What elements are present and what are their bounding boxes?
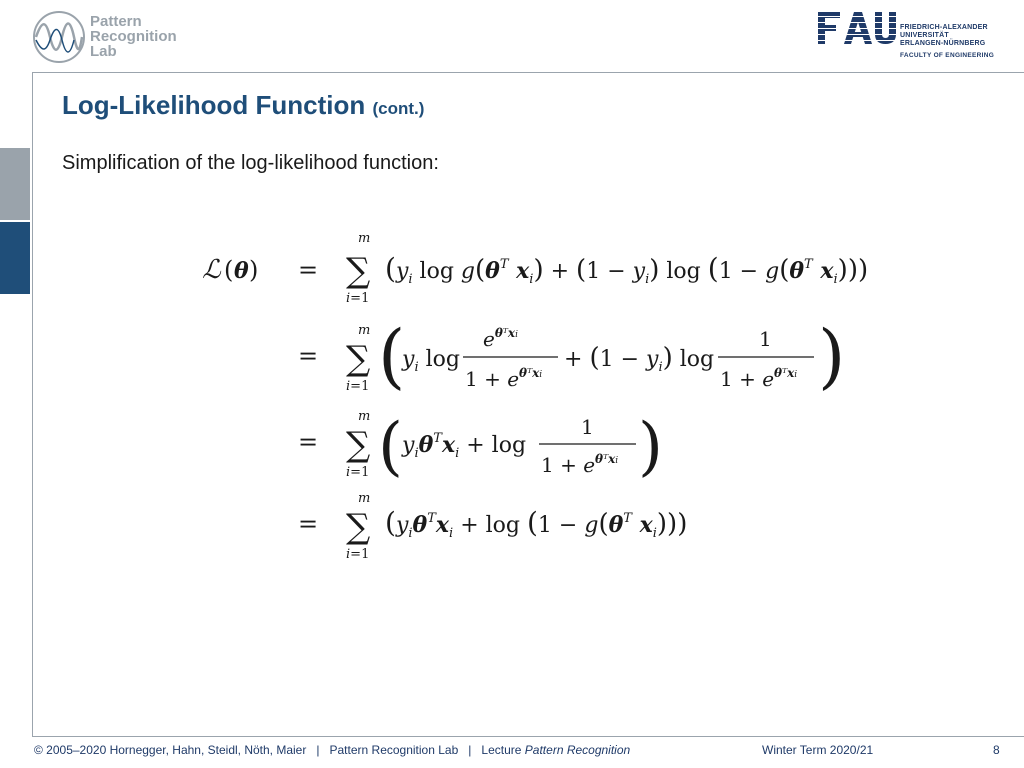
svg-text:∑: ∑ xyxy=(346,251,370,291)
svg-text:1 + eθᵀxi: 1 + eθᵀxi xyxy=(720,366,797,391)
equation-row-3: = m ∑ i=1 ( yiθTxi + log 1 1 + eθᵀxi ) xyxy=(298,409,663,484)
svg-text:1 + eθᵀxi: 1 + eθᵀxi xyxy=(541,452,618,477)
equation-row-2: = m ∑ i=1 ( yi log eθᵀxi 1 + eθᵀxi + (1 … xyxy=(298,315,845,397)
log-likelihood-derivation: ℒ ( θ ) = m ∑ i=1 (yi log g(θT xi) + (1 … xyxy=(202,231,868,562)
waveform-circle-icon xyxy=(33,11,85,63)
frame-top-rule xyxy=(32,72,1024,73)
svg-text:): ) xyxy=(638,410,663,484)
svg-text:=: = xyxy=(298,510,318,538)
lab-name-line-2: Recognition xyxy=(90,28,177,45)
footer-lecture-prefix: Lecture xyxy=(481,743,522,757)
slide-title-suffix: (cont.) xyxy=(372,99,425,118)
university-name: FRIEDRICH-ALEXANDER UNIVERSITÄT ERLANGEN… xyxy=(900,24,988,48)
lab-name-line-3: Lab xyxy=(90,43,117,60)
svg-text:(: ( xyxy=(378,410,403,484)
footer-lecture-name: Pattern Recognition xyxy=(524,743,631,757)
faculty-name: FACULTY OF ENGINEERING xyxy=(900,52,995,59)
svg-text:θ: θ xyxy=(234,258,249,284)
section-tab-grey xyxy=(0,148,30,220)
pattern-recognition-lab-logo: Pattern Recognition Lab xyxy=(32,10,232,66)
svg-text:1: 1 xyxy=(759,327,772,351)
slide-subtitle: Simplification of the log-likelihood fun… xyxy=(62,152,439,174)
svg-text:∑: ∑ xyxy=(346,507,370,547)
svg-text:=: = xyxy=(298,256,318,284)
lab-name-line-1: Pattern xyxy=(90,13,142,30)
footer-separator-1: | xyxy=(316,743,320,757)
svg-text:i=1: i=1 xyxy=(346,547,369,562)
university-line-1: FRIEDRICH-ALEXANDER xyxy=(900,24,988,31)
svg-text:m: m xyxy=(358,323,370,338)
svg-text:): ) xyxy=(818,315,845,397)
svg-text:(: ( xyxy=(378,315,405,397)
svg-text:m: m xyxy=(358,231,370,246)
footer-copyright: © 2005–2020 Hornegger, Hahn, Steidl, Nöt… xyxy=(34,743,307,757)
svg-text:1 + eθᵀxi: 1 + eθᵀxi xyxy=(465,366,542,391)
svg-text:yi log: yi log xyxy=(401,347,460,375)
page-number: 8 xyxy=(993,743,1000,757)
frame-left-rule xyxy=(32,72,33,736)
svg-text:m: m xyxy=(358,409,370,424)
svg-text:(: ( xyxy=(224,256,233,284)
svg-text:m: m xyxy=(358,491,370,506)
svg-text:): ) xyxy=(249,256,258,284)
section-tab-active xyxy=(0,222,30,294)
svg-text:=: = xyxy=(298,342,318,370)
svg-text:ℒ: ℒ xyxy=(202,255,222,285)
svg-text:+ (1 − yi) log: + (1 − yi) log xyxy=(564,343,714,375)
slide-header: Pattern Recognition Lab FRIEDRICH-ALEXAN… xyxy=(0,0,1024,72)
university-line-2: UNIVERSITÄT xyxy=(900,32,949,39)
university-line-3: ERLANGEN-NÜRNBERG xyxy=(900,40,986,47)
equation-row-4: = m ∑ i=1 (yiθTxi + log (1 − g(θT xi))) xyxy=(298,491,687,562)
svg-text:∑: ∑ xyxy=(346,339,370,379)
svg-text:(yiθTxi + log (1 − g(θT xi))): (yiθTxi + log (1 − g(θT xi))) xyxy=(385,506,687,541)
lab-name: Pattern Recognition Lab xyxy=(90,14,177,59)
frame-bottom-rule xyxy=(32,736,1024,737)
fau-wordmark-icon xyxy=(818,12,896,44)
footer-term: Winter Term 2020/21 xyxy=(762,743,874,757)
equation-row-1: ℒ ( θ ) = m ∑ i=1 (yi log g(θT xi) + (1 … xyxy=(202,231,868,306)
footer-credits: © 2005–2020 Hornegger, Hahn, Steidl, Nöt… xyxy=(34,743,630,757)
svg-text:eθᵀxi: eθᵀxi xyxy=(483,326,518,351)
footer-lab: Pattern Recognition Lab xyxy=(329,743,459,757)
svg-text:yiθTxi + log: yiθTxi + log xyxy=(401,431,526,461)
svg-text:i=1: i=1 xyxy=(346,291,369,306)
footer-separator-2: | xyxy=(468,743,472,757)
fau-logo: FRIEDRICH-ALEXANDER UNIVERSITÄT ERLANGEN… xyxy=(818,12,998,62)
svg-text:1: 1 xyxy=(581,415,594,439)
svg-text:i=1: i=1 xyxy=(346,465,369,480)
slide-title: Log-Likelihood Function (cont.) xyxy=(62,90,424,121)
svg-text:=: = xyxy=(298,428,318,456)
svg-text:i=1: i=1 xyxy=(346,379,369,394)
slide-title-main: Log-Likelihood Function xyxy=(62,90,366,120)
svg-text:∑: ∑ xyxy=(346,425,370,465)
svg-text:(yi log g(θT xi) + (1 − yi) lo: (yi log g(θT xi) + (1 − yi) log (1 − g(θ… xyxy=(385,252,868,287)
